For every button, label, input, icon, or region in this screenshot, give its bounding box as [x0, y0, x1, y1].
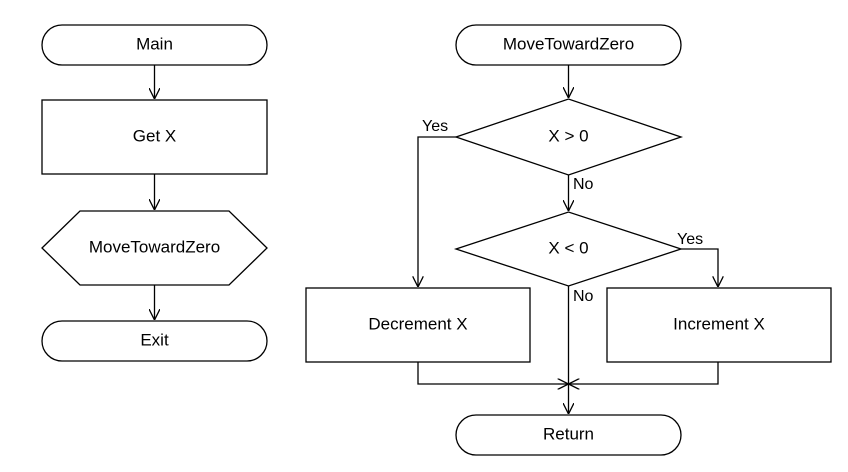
decrement-label: Decrement X — [368, 314, 467, 333]
decision-2-label: X < 0 — [548, 238, 588, 257]
decision-1-no-label: No — [573, 176, 594, 193]
increment-label: Increment X — [673, 314, 765, 333]
sub-end-terminal: Return — [455, 414, 682, 456]
line-increment-merge — [579, 362, 719, 385]
sub-start-terminal: MoveTowardZero — [455, 24, 682, 66]
get-x-label: Get X — [133, 126, 176, 145]
decision-1-label: X > 0 — [548, 126, 588, 145]
sub-end-label: Return — [543, 424, 594, 443]
main-end-terminal: Exit — [41, 320, 268, 362]
line-decrement-merge — [417, 362, 558, 385]
arrow-decision1-yes — [418, 136, 456, 287]
call-label: MoveTowardZero — [89, 237, 220, 256]
main-start-terminal: Main — [41, 24, 268, 66]
arrow-decision2-yes — [681, 248, 718, 287]
main-start-label: Main — [136, 34, 173, 53]
decrement-x-process: Decrement X — [305, 287, 531, 363]
decision-x-greater-zero: X > 0 — [453, 98, 684, 176]
get-x-process: Get X — [41, 99, 268, 175]
decision-2-no-label: No — [573, 288, 594, 305]
decision-2-yes-label: Yes — [677, 231, 703, 248]
decision-x-less-zero: X < 0 — [453, 211, 684, 287]
increment-x-process: Increment X — [606, 287, 832, 363]
move-toward-zero-call: MoveTowardZero — [41, 210, 268, 286]
main-end-label: Exit — [140, 330, 169, 349]
sub-start-label: MoveTowardZero — [503, 34, 634, 53]
decision-1-yes-label: Yes — [422, 118, 448, 135]
